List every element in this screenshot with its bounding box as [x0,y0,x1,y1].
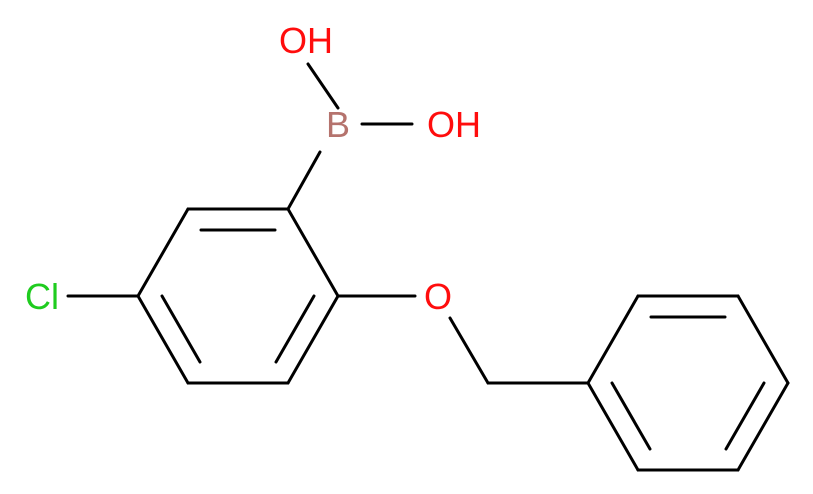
bond-ring-a3-inner [160,294,202,364]
bond-ring-b4-inner [724,381,766,451]
atom-labels: OH OH B O Cl [25,20,481,317]
bond-ring-b6 [586,381,640,472]
bond-ring-b4 [736,381,790,472]
bond-ring-a2 [136,207,190,298]
bond-ring-a3 [136,294,190,385]
bond-ring-b3 [736,294,790,385]
bond-o-ch2 [448,316,490,385]
atom-chlorine: Cl [25,276,59,317]
atom-oxygen: O [424,276,452,317]
bond-b-ring [286,150,322,211]
bond-ring-b6-inner [610,381,652,451]
atom-boron: B [326,104,350,145]
atom-oh-right: OH [427,104,481,145]
bond-ring-a6 [286,207,340,298]
atom-oh-top: OH [279,20,333,61]
bond-ring-b1 [586,294,640,385]
bond-ring-a5-inner [274,294,316,364]
bonds [66,62,790,472]
bond-ring-a5 [286,294,340,385]
bond-b-oh-top [306,62,340,110]
